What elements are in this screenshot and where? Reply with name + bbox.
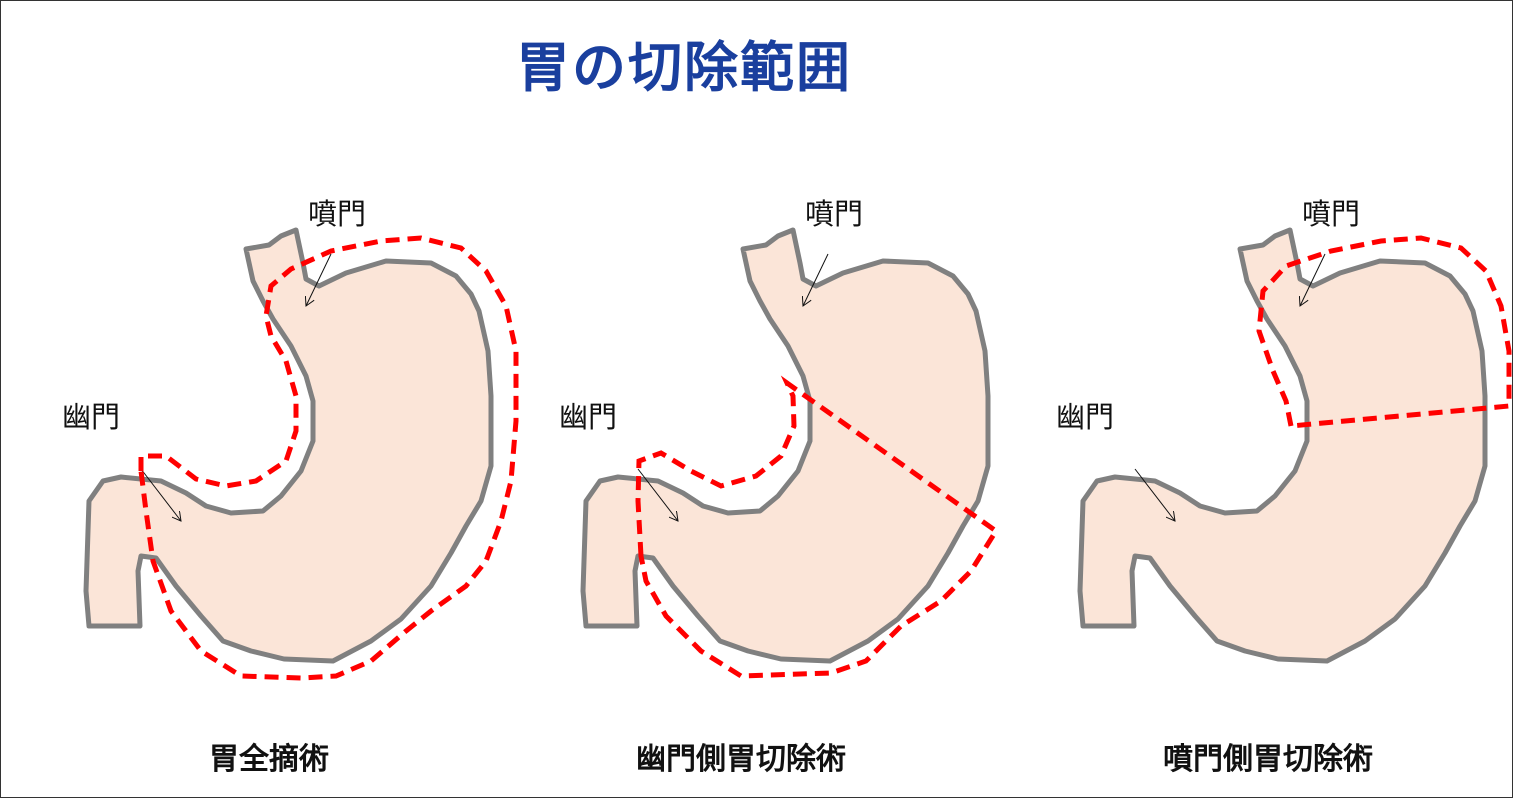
resection-line	[635, 375, 1000, 679]
diagram-title: 胃の切除範囲	[516, 36, 852, 99]
pylorus-label: 幽門	[62, 400, 121, 434]
panel-proximal-gastrectomy	[1080, 230, 1512, 661]
cardia-label: 噴門	[308, 197, 367, 231]
pylorus-label: 幽門	[559, 400, 618, 434]
resection-line	[1256, 235, 1512, 429]
stomach-shape	[86, 230, 491, 661]
cardia-label: 噴門	[1302, 197, 1361, 231]
panel-total-gastrectomy	[86, 230, 519, 681]
caption-distal-gastrectomy: 幽門側胃切除術	[636, 742, 846, 777]
cardia-arrow	[1300, 253, 1326, 306]
pylorus-arrow	[140, 468, 181, 521]
panel-distal-gastrectomy	[583, 230, 1000, 679]
caption-proximal-gastrectomy: 噴門側胃切除術	[1163, 742, 1373, 777]
cardia-label: 噴門	[805, 197, 864, 231]
pylorus-label: 幽門	[1056, 400, 1115, 434]
stomach-shape	[1080, 230, 1485, 661]
pylorus-arrow	[1134, 468, 1175, 521]
cardia-arrow	[803, 253, 829, 306]
pylorus-arrow	[637, 468, 678, 521]
caption-total-gastrectomy: 胃全摘術	[209, 742, 329, 777]
cardia-arrow	[306, 253, 332, 306]
resection-line	[138, 235, 519, 681]
